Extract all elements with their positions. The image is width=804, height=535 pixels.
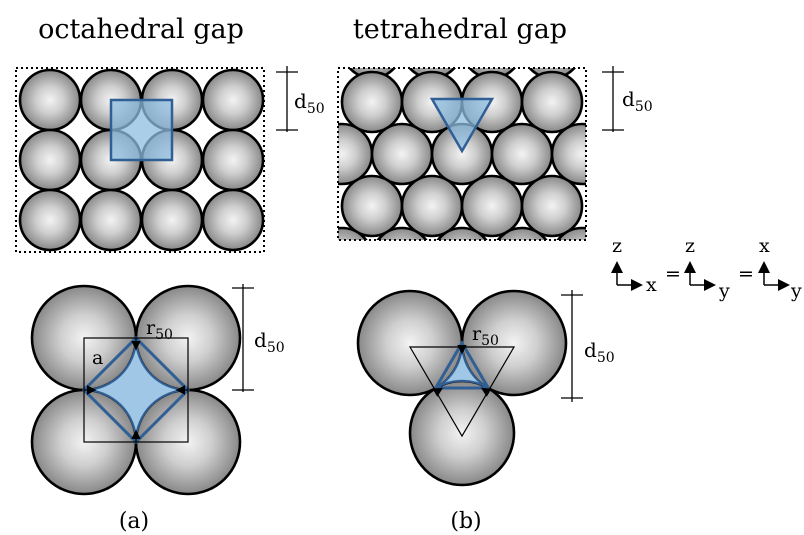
axis-y-2: y — [790, 280, 802, 302]
d50-label: d — [294, 89, 307, 113]
svg-text:r50: r50 — [146, 317, 173, 343]
title-octahedral: octahedral gap — [38, 14, 244, 45]
tetrahedral-detail: r50 — [356, 289, 568, 487]
d50-dimension-b-bottom: d50 — [561, 290, 615, 402]
axes-legend: z x = z y = x y — [611, 235, 802, 302]
a-label: a — [92, 347, 103, 369]
d50-dimension-a-bottom: d50 — [232, 284, 285, 392]
square-packing-grid — [15, 67, 265, 253]
svg-text:r50: r50 — [472, 323, 499, 349]
equals-1: = — [665, 263, 681, 285]
axis-z-1: z — [612, 235, 622, 257]
octahedral-detail: a r50 — [30, 284, 242, 496]
caption-a: (a) — [119, 509, 149, 534]
caption-b: (b) — [450, 509, 481, 534]
axis-x-1: x — [646, 274, 657, 296]
axis-y-1: y — [718, 280, 730, 302]
axis-x-2: x — [759, 235, 770, 257]
d50-dimension-a-top: d50 — [276, 66, 325, 132]
tetrahedral-gap-triangle — [429, 97, 495, 154]
svg-text:d50: d50 — [584, 338, 615, 366]
svg-text:d50: d50 — [622, 87, 653, 115]
octahedral-gap-square — [109, 98, 174, 162]
hexagonal-packing-grid — [337, 67, 587, 241]
tetrahedral-gap-outline — [433, 340, 491, 390]
tetrahedral-gap-area — [435, 342, 489, 389]
svg-text:d50: d50 — [254, 328, 285, 356]
r50-label-b: r — [472, 323, 482, 345]
r50-label-a: r — [146, 317, 156, 339]
axis-z-2: z — [685, 235, 695, 257]
svg-text:d50: d50 — [294, 89, 325, 117]
title-tetrahedral: tetrahedral gap — [353, 14, 567, 45]
equals-2: = — [738, 263, 754, 285]
d50-dimension-b-top: d50 — [602, 66, 653, 132]
